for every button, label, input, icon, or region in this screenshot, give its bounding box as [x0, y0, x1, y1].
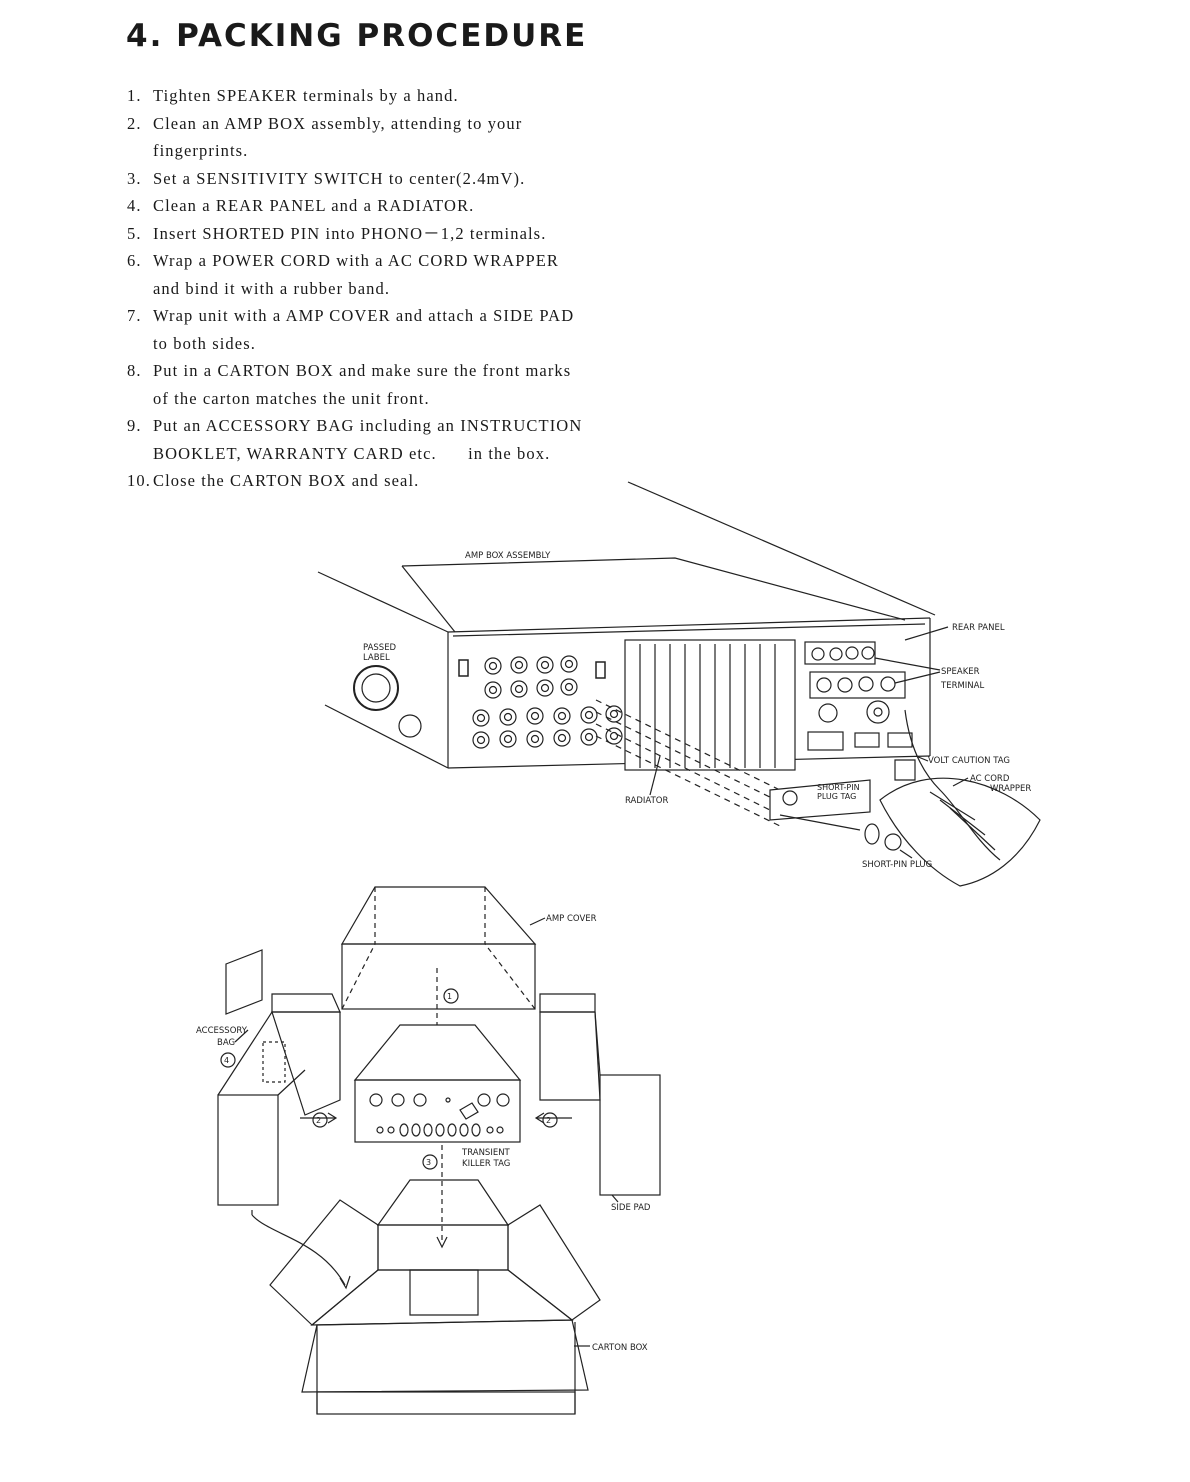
label-speaker-terminal-1: SPEAKER: [941, 667, 980, 677]
label-amp-box-assembly: AMP BOX ASSEMBLY: [465, 551, 551, 561]
label-short-pin-tag-1: SHORT-PIN: [817, 783, 860, 792]
step-item: 10.Close the CARTON BOX and seal.: [127, 471, 420, 490]
label-ac-cord-2: WRAPPER: [990, 784, 1031, 794]
procedure-steps: 1.Tighten SPEAKER terminals by a hand. 2…: [127, 82, 647, 495]
label-ac-cord-1: AC CORD: [970, 774, 1010, 784]
rear-view-diagram: AMP BOX ASSEMBLY REAR PANEL PASSED LABEL…: [317, 481, 1041, 887]
label-amp-cover: AMP COVER: [546, 914, 597, 924]
step-item: 8.Put in a CARTON BOX and make sure the …: [127, 361, 572, 408]
label-accessory-bag-2: BAG: [217, 1038, 235, 1048]
label-short-pin-tag-2: PLUG TAG: [817, 792, 856, 801]
label-accessory-bag-1: ACCESSORY: [196, 1026, 248, 1036]
step-item: 5.Insert SHORTED PIN into PHONO－1,2 term…: [127, 223, 547, 243]
label-side-pad: SIDE PAD: [611, 1203, 651, 1213]
label-transient-2: KILLER TAG: [462, 1159, 510, 1169]
step-item: 9.Put an ACCESSORY BAG including an INST…: [127, 416, 583, 463]
step-marker-2-left: 2: [316, 1116, 321, 1125]
section-title: 4. PACKING PROCEDURE: [126, 18, 588, 54]
label-radiator: RADIATOR: [625, 796, 668, 806]
step-item: 7.Wrap unit with a AMP COVER and attach …: [127, 306, 575, 353]
label-carton-box: CARTON BOX: [592, 1343, 648, 1353]
label-passed-label-2: LABEL: [363, 653, 390, 663]
label-rear-panel: REAR PANEL: [952, 623, 1005, 633]
label-short-pin-plug: SHORT-PIN PLUG: [862, 860, 932, 870]
step-item: 3.Set a SENSITIVITY SWITCH to center(2.4…: [127, 168, 526, 188]
step-marker-2-right: 2: [546, 1116, 551, 1125]
step-marker-4: 4: [224, 1056, 229, 1065]
label-passed-label-1: PASSED: [363, 643, 397, 653]
step-item: 6.Wrap a POWER CORD with a AC CORD WRAPP…: [127, 251, 560, 298]
step-item: 1.Tighten SPEAKER terminals by a hand.: [127, 86, 459, 105]
packing-diagram: AMP COVER 1 ACCESSORY BAG 4 2 2 3 TRANSI…: [196, 886, 661, 1415]
step-marker-1: 1: [447, 992, 452, 1001]
label-transient-1: TRANSIENT: [461, 1148, 511, 1158]
label-speaker-terminal-2: TERMINAL: [940, 681, 984, 691]
step-item: 4.Clean a REAR PANEL and a RADIATOR.: [127, 196, 475, 215]
step-item: 2.Clean an AMP BOX assembly, attending t…: [127, 113, 523, 161]
label-volt-caution-tag: VOLT CAUTION TAG: [928, 756, 1010, 766]
step-marker-3: 3: [426, 1158, 431, 1167]
insertion-lines: [595, 699, 781, 827]
radiator-fins: [624, 639, 796, 771]
